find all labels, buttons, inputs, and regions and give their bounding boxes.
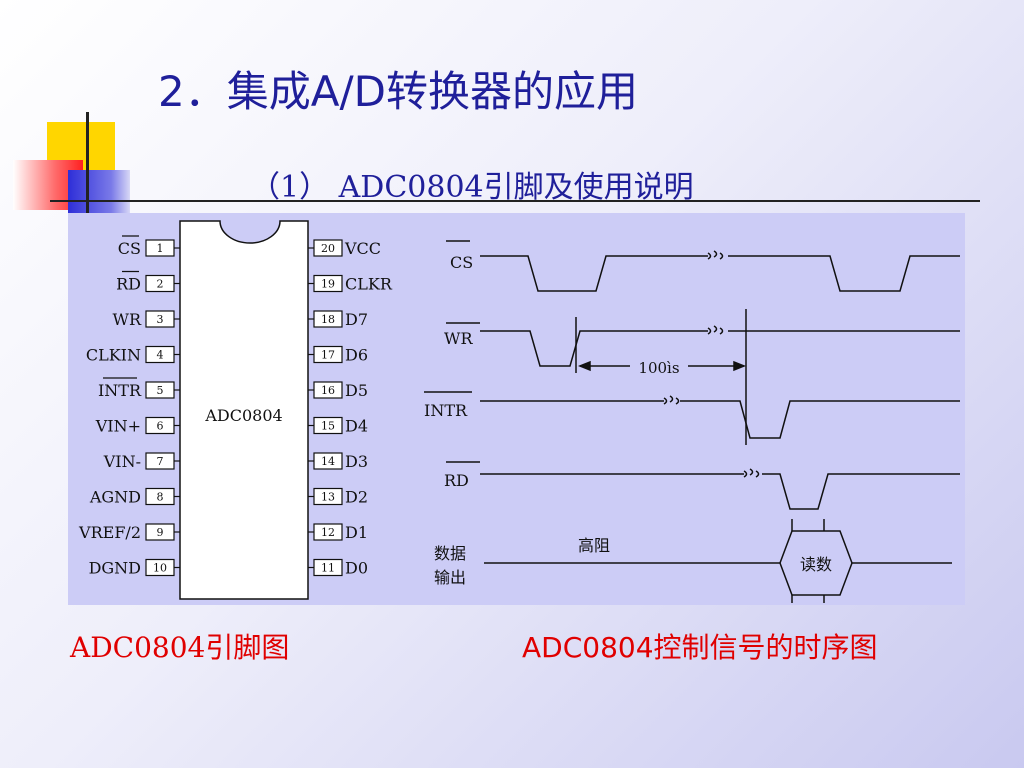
intr-label: INTR [424,401,468,420]
page-subtitle: （1） ADC0804引脚及使用说明 [250,170,694,205]
data-output-label-1: 数据 [434,544,466,563]
pin-number: 10 [153,562,167,575]
pin-label: VREF/2 [78,523,141,542]
page-title: 2．集成A/D转换器的应用 [158,67,638,116]
pin-label: AGND [89,488,141,507]
break-mark-cs [707,250,724,260]
rd-waveform-2 [762,473,960,510]
pin-label: D4 [345,417,368,436]
delay-arrowhead-right [733,360,747,372]
pin-number: 12 [321,526,335,539]
pin-number: 6 [157,420,164,433]
pin-number: 7 [157,455,164,468]
delay-label: 100ìs [638,359,679,377]
pin-label: CLKR [345,275,393,294]
pin-label: D3 [345,452,368,471]
pin-label: CLKIN [86,346,141,365]
adc0804-diagram: ADC0804 1CS2RD3WR4CLKIN5INTR6VIN+7VIN-8A… [78,220,960,603]
cs-waveform-2 [728,255,960,292]
pin-number: 2 [157,278,164,291]
break-mark-intr [663,395,680,405]
chip-name: ADC0804 [204,406,282,425]
right-pins: 20 VCC 19 CLKR 18 D7 17 D6 16 D5 15 D4 14 D3 13 D2 12 D1 1… [308,239,393,578]
pin-label: CS [118,239,141,258]
pin-number: 18 [321,313,335,326]
pin-label: D5 [345,381,368,400]
pin-number: 19 [321,278,335,291]
pin-label: D7 [345,310,368,329]
pin-number: 13 [321,491,335,504]
delay-arrowhead-left [577,360,591,372]
pin-label: D6 [345,346,368,365]
pin-number: 5 [157,384,164,397]
data-output-line-lower [779,562,853,596]
pin-label: VIN+ [95,417,141,436]
data-output-label-2: 输出 [434,568,466,587]
break-mark-wr [707,325,724,335]
rd-label: RD [444,471,469,490]
pin-number: 3 [157,313,164,326]
pin-box [313,523,343,541]
pin-label: VIN- [103,452,141,471]
pin-number: 16 [321,384,335,397]
pin-label: WR [113,310,142,329]
decor-horizontal-line [50,200,980,202]
pin-number: 4 [157,349,164,362]
wr-waveform [480,330,708,367]
timing-diagram [424,240,960,603]
pin-number: 14 [321,455,335,468]
cs-waveform [480,255,708,292]
wr-label: WR [444,329,473,348]
pin-label: D2 [345,488,368,507]
pin-box [313,452,343,470]
pin-box [313,310,343,328]
left-pins: 1 CS 2 RD 3 WR 4 CLKIN 5 INTR 6 VIN+ 7 VIN- 8 AGND 9 VREF… [78,235,180,578]
intr-waveform-2 [680,400,960,439]
pin-label: DGND [89,559,141,578]
pin-number: 1 [157,242,164,255]
pin-number: 11 [321,562,335,575]
high-impedance-label: 高阻 [578,536,610,555]
pin-box [313,274,343,293]
pin-number: 8 [157,491,164,504]
pin-number: 20 [321,242,335,255]
timing-caption: ADC0804控制信号的时序图 [522,631,878,664]
pinout-caption: ADC0804引脚图 [70,631,290,664]
pin-number: 17 [321,349,335,362]
pin-box [313,558,343,577]
data-output-line [484,530,952,564]
cs-label: CS [450,253,473,272]
break-mark-rd [743,468,760,478]
pin-box [313,381,343,399]
chip-body [179,220,309,600]
decor-vertical-line [86,112,89,222]
pin-label: INTR [98,381,142,400]
pin-box [313,487,343,506]
pin-label: RD [116,275,141,294]
pin-box [313,345,343,364]
pin-number: 9 [157,526,164,539]
read-data-label: 读数 [800,555,832,574]
pin-box [313,239,343,257]
pin-label: D0 [345,559,368,578]
pin-label: VCC [344,239,381,258]
pin-box [313,416,343,435]
pin-label: D1 [345,523,368,542]
pin-number: 15 [321,420,335,433]
